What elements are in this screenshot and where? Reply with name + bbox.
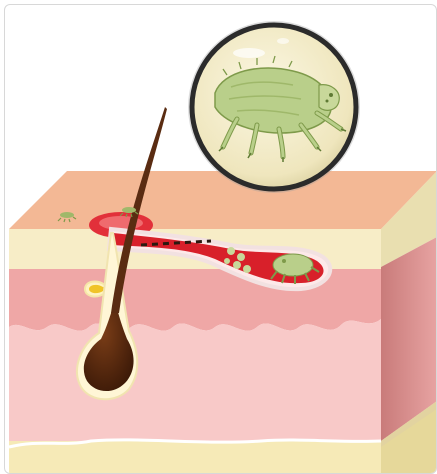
magnified-mite-lens <box>188 21 360 193</box>
skin-illustration <box>5 5 436 473</box>
lens-glare <box>233 48 265 58</box>
illustration-frame <box>4 4 437 474</box>
skin-surface-top <box>9 171 436 229</box>
subcutis-layer <box>9 441 381 473</box>
dermis-lower-layer <box>9 319 381 441</box>
